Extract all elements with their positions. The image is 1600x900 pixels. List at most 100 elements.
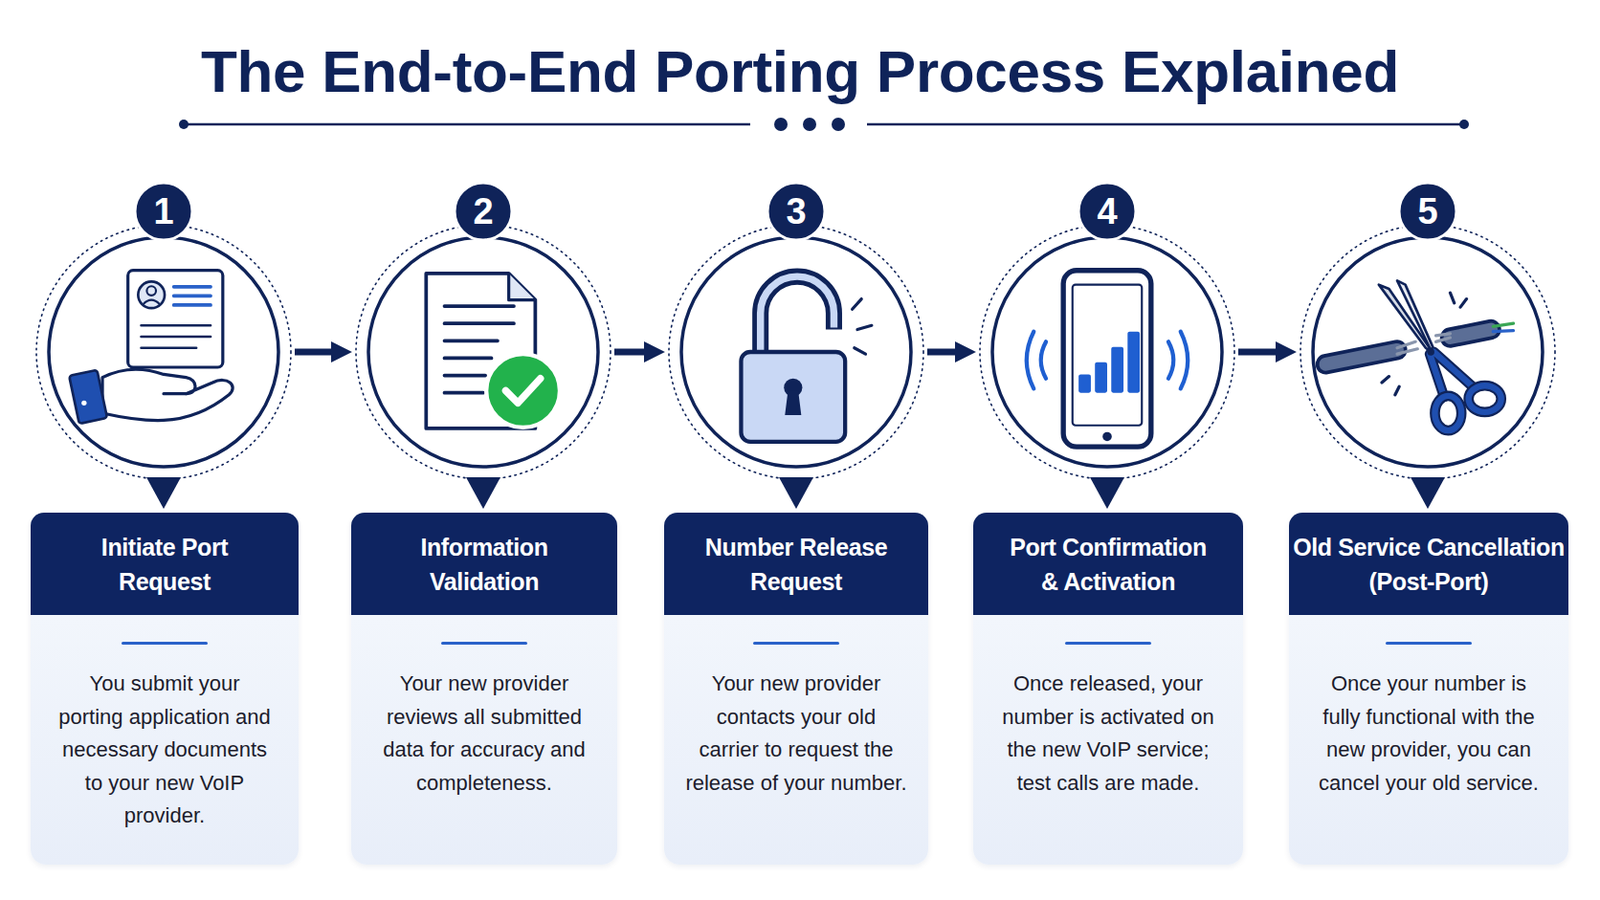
step-description: Once your number is fully functional wit… (1314, 667, 1543, 800)
document-hand-icon (143, 300, 160, 305)
title-divider (866, 123, 1465, 127)
step-description: Your new provider contacts your old carr… (684, 667, 909, 800)
number-badge (1399, 182, 1457, 241)
flow-arrow (927, 349, 969, 356)
validated-document-icon (509, 273, 536, 301)
number-badge (134, 182, 193, 241)
circle-outline (1296, 221, 1559, 484)
pointer-triangle (146, 477, 181, 510)
document-hand-icon (174, 287, 211, 306)
scissors-cable-icon (1436, 333, 1451, 343)
step-heading: Number Release Request (686, 530, 907, 600)
document-hand-icon (81, 400, 87, 406)
circle-outline (665, 221, 928, 484)
number-badge (454, 182, 512, 241)
document-hand-icon (137, 281, 165, 309)
icon-circle (1312, 237, 1543, 467)
title-divider (774, 117, 788, 132)
title-divider (831, 117, 845, 132)
card-header-band: Initiate Port Request (30, 512, 299, 616)
open-padlock-icon (740, 276, 871, 443)
scissors-cable-icon (1492, 331, 1513, 333)
open-padlock-icon (740, 352, 845, 443)
title-divider (178, 117, 1469, 132)
flow-arrow (1238, 349, 1289, 356)
step-circle: 5 (1296, 221, 1559, 484)
pointer-triangle (778, 477, 814, 510)
number-badge (1078, 182, 1136, 241)
open-padlock-icon (783, 378, 802, 398)
document-hand-icon (146, 286, 156, 296)
pointer-triangle (466, 477, 501, 510)
step-circle: 3 (665, 221, 928, 484)
step-card: Initiate Port RequestYou submit your por… (30, 512, 299, 866)
circle-outline (352, 221, 615, 484)
icon-circle (992, 237, 1223, 467)
validated-document-icon (444, 306, 513, 394)
scissors-cable-icon (1468, 385, 1502, 413)
step-number: 3 (767, 182, 825, 241)
step-description: You submit your porting application and … (56, 667, 273, 834)
card-header-band: Old Service Cancellation (Post-Port) (1288, 512, 1569, 616)
dotted-ring (668, 224, 924, 480)
phone-signal-icon (1026, 270, 1188, 447)
step-number: 5 (1399, 182, 1457, 241)
scissors-cable-icon (1429, 352, 1473, 398)
scissors-cable-icon (1325, 350, 1398, 365)
open-padlock-icon (852, 299, 872, 356)
title-divider (178, 119, 189, 130)
pointer-triangle (1089, 477, 1125, 510)
card-header-band: Information Validation (351, 512, 618, 616)
scissors-cable-icon (1381, 292, 1467, 396)
phone-signal-icon (1078, 374, 1091, 393)
step-circle: 2 (352, 221, 615, 484)
accent-line (1385, 642, 1472, 645)
document-hand-icon (102, 369, 233, 421)
open-padlock-icon (760, 276, 835, 355)
scissors-cable-icon (1397, 341, 1418, 355)
card-body-panel: You submit your porting application and … (30, 615, 299, 866)
scissors-cable-icon (1378, 285, 1435, 355)
validated-document-icon (486, 354, 560, 428)
accent-line (1065, 642, 1152, 645)
scissors-cable-icon (1468, 385, 1502, 413)
phone-signal-icon (1127, 332, 1140, 394)
title-divider (802, 117, 817, 132)
dotted-ring (355, 224, 611, 480)
scissors-cable-icon (1492, 323, 1513, 327)
accent-line (441, 642, 528, 645)
icon-circle (681, 237, 912, 467)
step-heading: Old Service Cancellation (Post-Port) (1290, 530, 1567, 600)
card-body-panel: Your new provider contacts your old carr… (664, 615, 929, 866)
step-heading: Information Validation (374, 530, 595, 600)
document-hand-icon (141, 325, 211, 348)
circle-outline (976, 221, 1239, 484)
card-header-band: Port Confirmation & Activation (973, 512, 1244, 616)
scissors-cable-icon (1449, 330, 1491, 339)
pointer-triangle (1410, 477, 1445, 510)
step-description: Your new provider reviews all submitted … (376, 667, 593, 800)
flow-arrow (294, 349, 345, 356)
step-description: Once released, your number is activated … (1000, 667, 1217, 800)
title-divider (183, 123, 751, 127)
dotted-ring (979, 224, 1235, 480)
step-number: 1 (134, 182, 193, 241)
step-heading: Initiate Port Request (78, 530, 251, 600)
phone-signal-icon (1072, 285, 1142, 426)
scissors-cable-icon (1397, 280, 1437, 355)
document-hand-icon (128, 270, 223, 368)
scissors-cable-icon (1449, 330, 1491, 339)
step-circle: 1 (32, 221, 295, 484)
phone-signal-icon (1111, 347, 1124, 394)
step-circle: 4 (976, 221, 1239, 484)
scissors-cable-icon (1325, 280, 1513, 431)
card-body-panel: Once released, your number is activated … (973, 615, 1244, 866)
scissors-cable-icon (1429, 352, 1473, 398)
card-body-panel: Your new provider reviews all submitted … (351, 615, 618, 866)
validated-document-icon (505, 378, 540, 404)
open-padlock-icon (760, 276, 835, 355)
title-divider (1459, 119, 1469, 130)
